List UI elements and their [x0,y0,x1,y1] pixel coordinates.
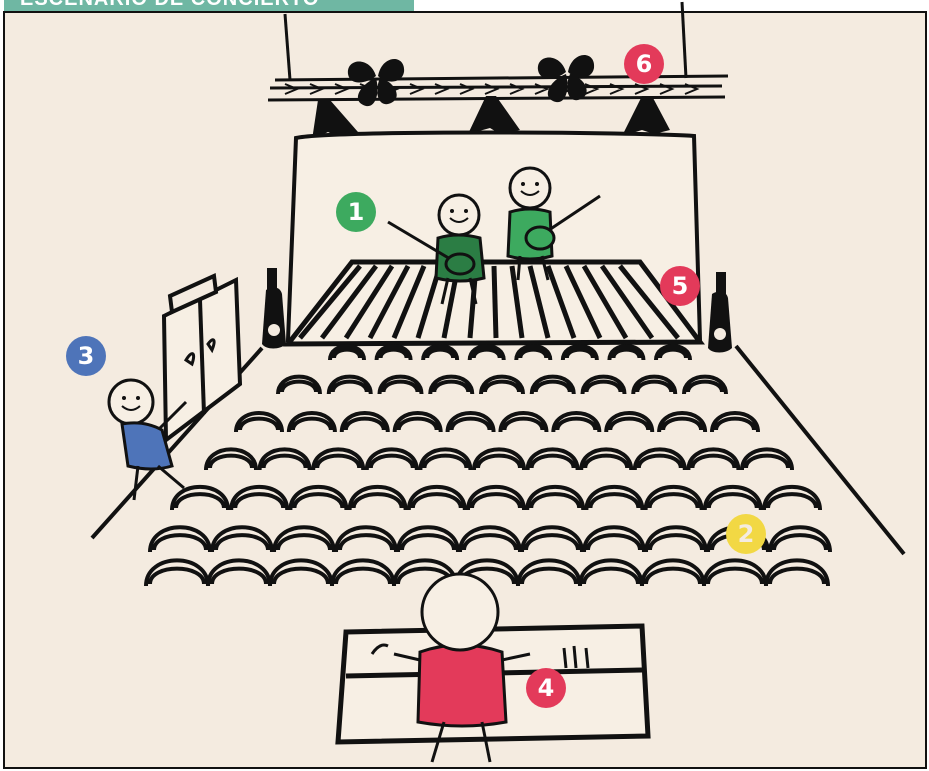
marker-1: 1 [336,192,376,232]
stage-floor [288,262,700,344]
marker-3-label: 3 [78,342,95,370]
marker-4-label: 4 [538,674,555,702]
marker-2-label: 2 [738,520,755,548]
marker-5: 5 [660,266,700,306]
marker-1-label: 1 [348,198,365,226]
marker-6: 6 [624,44,664,84]
marker-2: 2 [726,514,766,554]
marker-6-label: 6 [636,50,653,78]
marker-3: 3 [66,336,106,376]
marker-4: 4 [526,668,566,708]
marker-5-label: 5 [672,272,689,300]
